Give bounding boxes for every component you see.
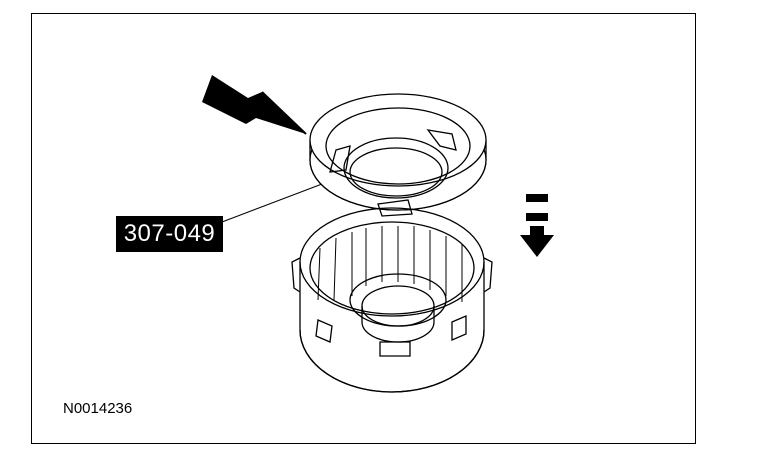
clutch-drum-housing <box>291 207 493 393</box>
install-direction-arrow <box>202 75 307 135</box>
tool-number-callout: 307-049 <box>116 216 223 252</box>
illustration-frame <box>31 13 696 444</box>
motion-down-arrow <box>520 194 554 257</box>
special-tool-disc <box>309 93 487 217</box>
callout-leader-line <box>221 183 323 223</box>
figure-id-label: N0014236 <box>63 400 133 417</box>
